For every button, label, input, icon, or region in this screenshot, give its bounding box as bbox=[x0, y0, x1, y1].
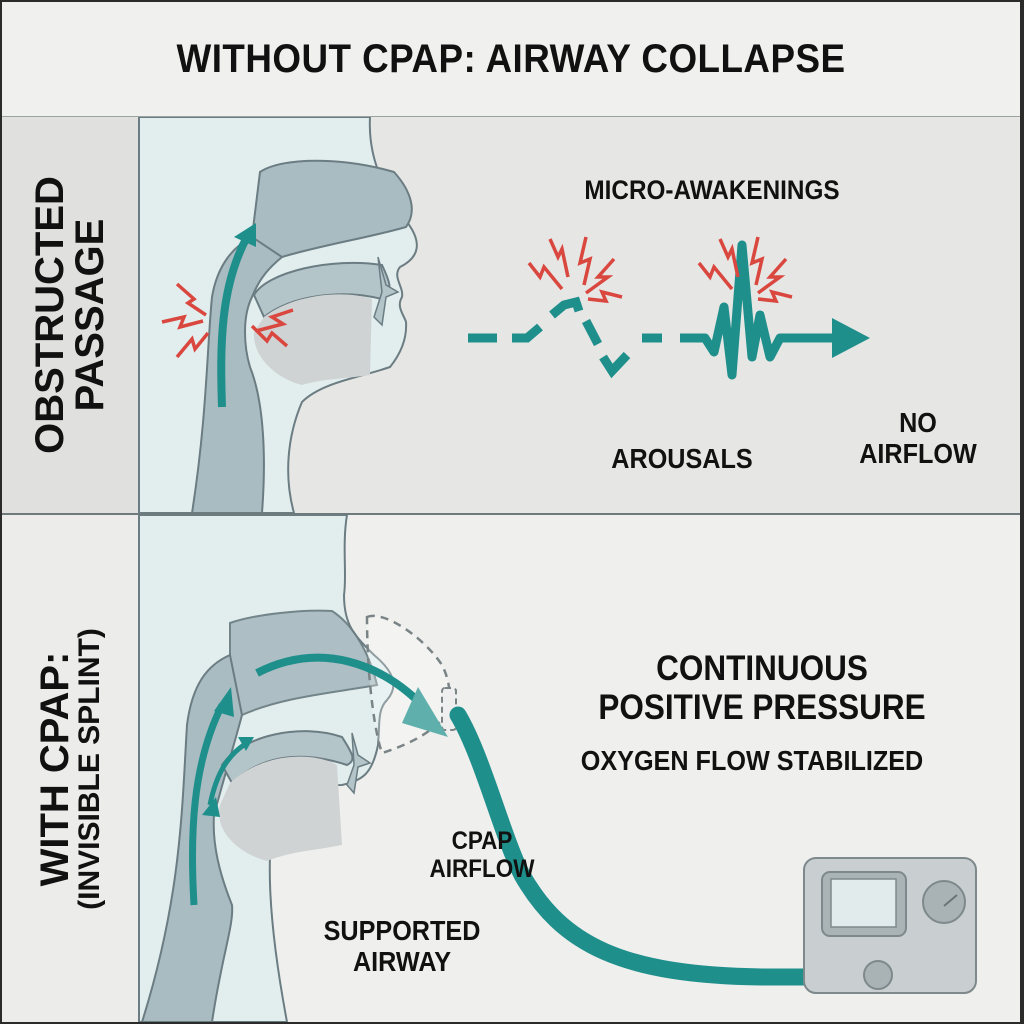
lightning-bolt-icon bbox=[161, 282, 294, 359]
cpap-tube-icon bbox=[449, 706, 891, 986]
continuous-positive-pressure-heading: CONTINUOUS POSITIVE PRESSURE bbox=[598, 649, 926, 728]
cpap-airflow-label: CPAP AIRFLOW bbox=[429, 827, 535, 883]
page-title: WITHOUT CPAP: AIRWAY COLLAPSE bbox=[176, 36, 846, 81]
obstructed-passage-label: OBSTRUCTED PASSAGE bbox=[2, 117, 139, 513]
oxygen-flow-stabilized-label: OXYGEN FLOW STABILIZED bbox=[580, 745, 924, 776]
broken-breath-line-icon bbox=[468, 240, 832, 380]
arousal-spike-icon bbox=[527, 236, 793, 304]
arousals-label: AROUSALS bbox=[611, 443, 753, 474]
obstructed-airway-illustration bbox=[138, 117, 870, 513]
no-airflow-label: NO AIRFLOW bbox=[859, 407, 977, 470]
micro-awakenings-heading: MICRO-AWAKENINGS bbox=[584, 175, 840, 205]
arrow-icon bbox=[832, 318, 870, 358]
supported-airway-label: SUPPORTED AIRWAY bbox=[323, 915, 481, 978]
supported-airway-illustration bbox=[138, 515, 977, 1022]
arrow-icon bbox=[402, 687, 448, 737]
without-cpap-panel: OBSTRUCTED PASSAGE bbox=[2, 116, 1020, 513]
with-cpap-panel: WITH CPAP: (INVISIBLE SPLINT) bbox=[2, 513, 1020, 1022]
dial-icon bbox=[922, 880, 966, 924]
cpap-machine-icon bbox=[803, 857, 977, 994]
